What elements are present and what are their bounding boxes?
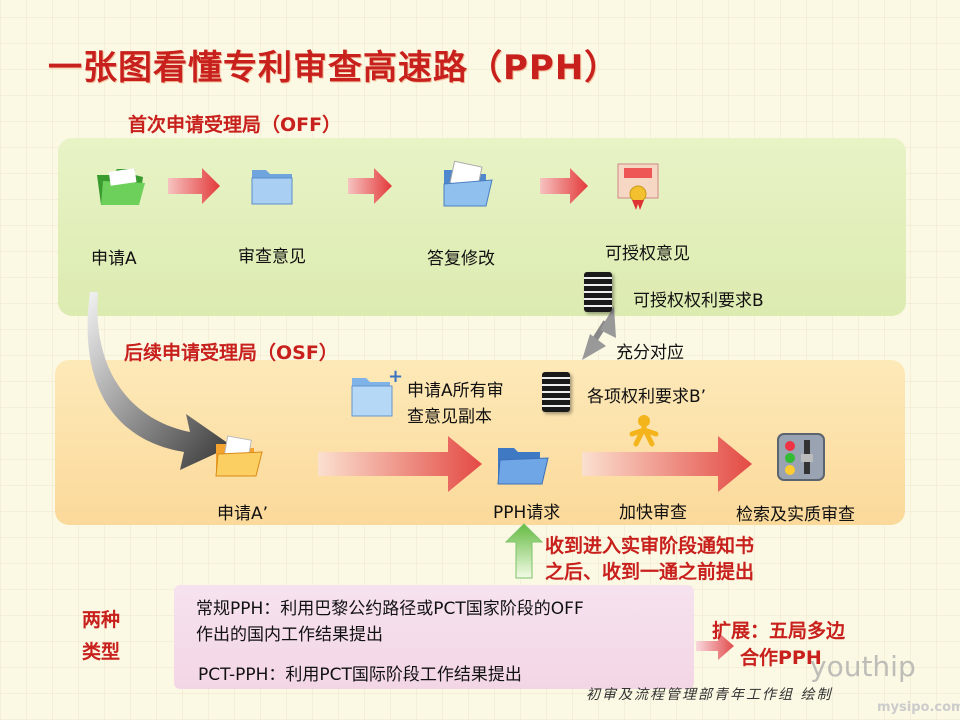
double-arrow-correspond [582, 306, 616, 360]
off-step-reply-amend: 答复修改 [427, 249, 495, 269]
type-pct: PCT-PPH：利用PCT国际阶段工作结果提出 [198, 665, 522, 685]
off-step-exam-opinion: 审查意见 [238, 247, 306, 267]
osf-step-search-exam: 检索及实质审查 [736, 505, 855, 525]
arrow-off-3 [540, 168, 588, 204]
document-icon-osf [542, 372, 570, 412]
off-claims-b: 可授权权利要求B [633, 291, 764, 311]
types-label-line2: 类型 [82, 641, 121, 663]
green-folder-icon [95, 163, 147, 213]
types-label-line1: 两种 [82, 609, 121, 631]
arrow-osf-2 [582, 436, 752, 492]
off-step-apply-a: 申请A [91, 249, 137, 269]
certificate-folder-icon [614, 160, 662, 214]
watermark: youthip [810, 650, 916, 683]
off-section-label: 首次申请受理局（OFF） [128, 114, 342, 136]
arrow-curve-gray [87, 292, 232, 470]
arrow-extension [696, 632, 734, 660]
osf-copy-line1: 申请A所有审 [407, 381, 504, 401]
blue-folder-icon [248, 164, 296, 212]
osf-section-label: 后续申请受理局（OSF） [124, 342, 338, 364]
open-blue-folder-icon [440, 160, 496, 216]
osf-step-apply-a-prime: 申请A’ [217, 504, 269, 524]
new-folder-icon: + [350, 366, 403, 424]
document-icon [584, 272, 612, 312]
orange-folder-icon [214, 434, 264, 484]
off-step-allowable: 可授权意见 [605, 244, 690, 264]
control-panel-icon [776, 432, 826, 488]
osf-step-accelerated: 加快审查 [619, 503, 687, 523]
credit: 初审及流程管理部青年工作组 绘制 [586, 687, 833, 703]
extension-line1: 扩展：五局多边 [712, 620, 846, 642]
extension-line2: 合作PPH [740, 647, 822, 669]
type-regular-line2: 作出的国内工作结果提出 [196, 625, 383, 645]
type-regular-line1: 常规PPH：利用巴黎公约路径或PCT国家阶段的OFF [196, 599, 584, 619]
timing-note-line2: 之后、收到一通之前提出 [545, 561, 755, 583]
watermark-site: mysipo.com [877, 700, 960, 715]
blue-folder-icon-pph [496, 440, 550, 492]
runner-icon [626, 414, 660, 458]
arrow-off-2 [348, 168, 392, 204]
arrow-off-1 [168, 168, 220, 204]
osf-claims-b-prime: 各项权利要求B’ [587, 387, 707, 407]
svg-text:+: + [388, 368, 402, 387]
osf-copy-line2: 查意见副本 [407, 407, 492, 427]
page-title: 一张图看懂专利审查高速路（PPH） [48, 48, 620, 88]
correspond-label: 充分对应 [616, 343, 684, 363]
arrow-osf-1 [318, 436, 482, 492]
timing-note-line1: 收到进入实审阶段通知书 [545, 535, 755, 557]
types-box [174, 585, 694, 689]
arrow-up-green [504, 523, 544, 579]
osf-step-pph-request: PPH请求 [493, 503, 561, 523]
